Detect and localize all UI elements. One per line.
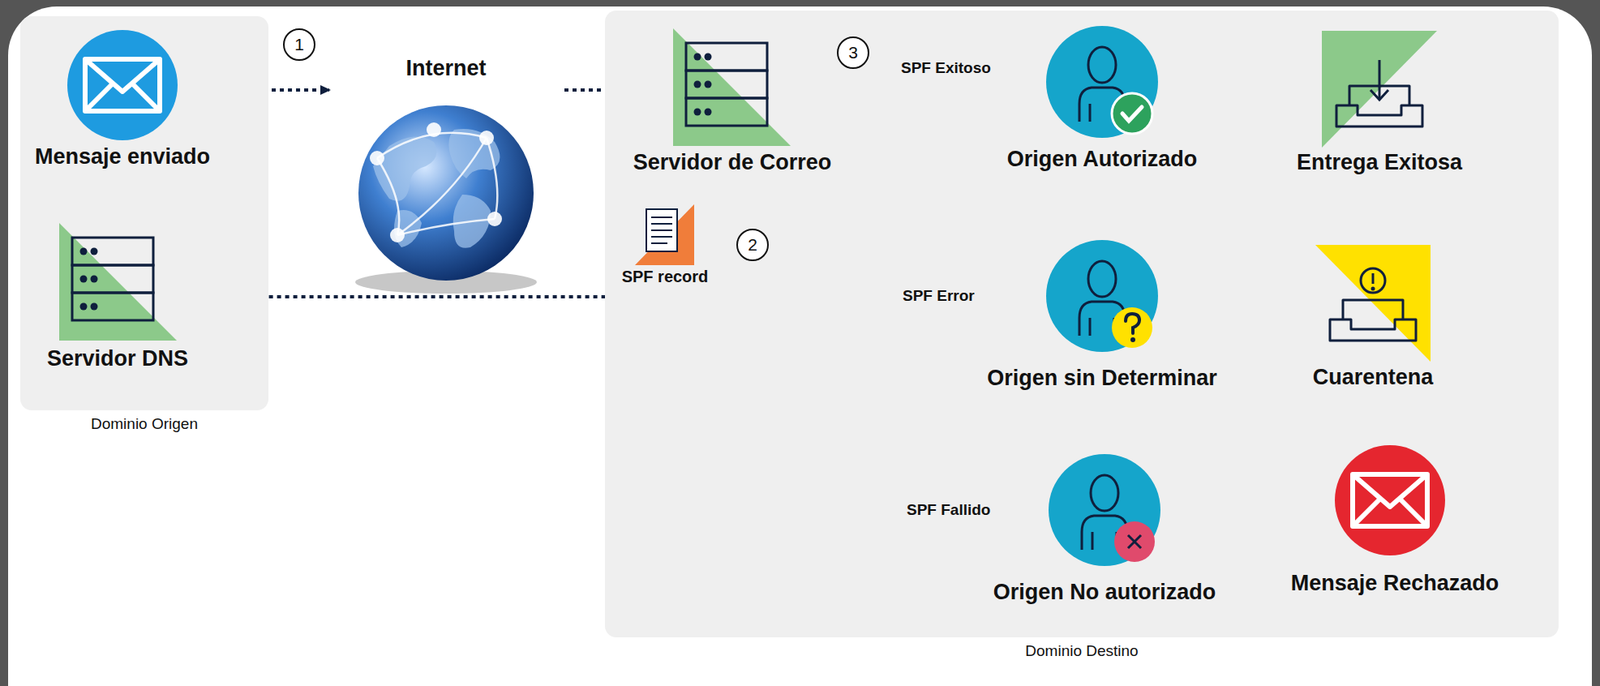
callout-number: 2	[736, 228, 769, 262]
mail-server: Servidor de Correo	[633, 28, 833, 176]
internet-globe: Internet	[332, 55, 560, 296]
origin-domain-panel: Dominio OrigenMensaje enviadoServidor DN…	[20, 16, 269, 411]
node-label: Origen sin Determinar	[986, 364, 1218, 391]
edge-label: SPF Error	[900, 286, 978, 307]
node-label: SPF record	[621, 266, 709, 287]
node-icon	[332, 81, 560, 296]
node-label: Internet	[405, 55, 486, 82]
node-icon	[1041, 236, 1163, 359]
node-icon	[1043, 450, 1166, 573]
spf-record: SPF record	[621, 204, 709, 287]
node-icon	[1333, 443, 1457, 567]
sent-message: Mensaje enviado	[34, 28, 211, 170]
node-icon	[59, 223, 177, 341]
edge-label: SPF Exitoso	[898, 58, 994, 79]
node-label: Entrega Exitosa	[1296, 149, 1463, 176]
rejected-message: Mensaje Rechazado	[1291, 443, 1500, 597]
authorized-origin: Origen Autorizado	[1007, 22, 1198, 172]
node-label: Mensaje enviado	[34, 143, 211, 170]
node-icon	[1041, 22, 1163, 145]
node-icon	[1315, 244, 1431, 363]
node-icon	[1321, 30, 1437, 148]
node-icon	[673, 28, 791, 146]
delivery-success: Entrega Exitosa	[1296, 30, 1463, 176]
node-icon	[65, 28, 180, 142]
domain-label: Dominio Origen	[20, 415, 269, 434]
edge-label: SPF Fallido	[904, 500, 993, 521]
node-label: Servidor DNS	[47, 345, 189, 372]
dns-server: Servidor DNS	[47, 223, 189, 372]
node-label: Servidor de Correo	[633, 149, 833, 176]
destination-domain-panel: Dominio DestinoServidor de CorreoSPF rec…	[604, 10, 1559, 638]
node-icon	[634, 204, 695, 266]
node-label: Mensaje Rechazado	[1291, 570, 1500, 597]
callout-number: 3	[836, 36, 870, 69]
node-label: Origen Autorizado	[1007, 145, 1198, 172]
domain-label: Dominio Destino	[604, 642, 1559, 661]
callout-number: 1	[283, 28, 316, 61]
node-label: Cuarentena	[1312, 364, 1434, 391]
undetermined-origin: Origen sin Determinar	[986, 236, 1218, 391]
node-label: Origen No autorizado	[993, 579, 1217, 605]
quarantine: Cuarentena	[1312, 244, 1434, 391]
unauthorized-origin: Origen No autorizado	[993, 450, 1217, 605]
